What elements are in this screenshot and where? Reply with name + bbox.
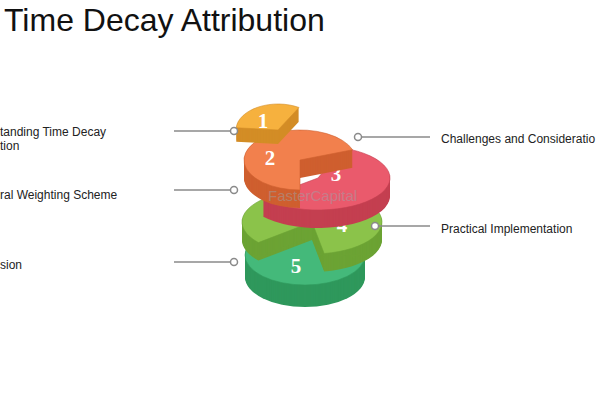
leader-line (362, 136, 430, 138)
leader-dot (372, 223, 379, 230)
layer-number: 1 (258, 109, 269, 134)
leader-dot (355, 134, 362, 141)
section-label: Challenges and Consideratio (441, 132, 595, 146)
leader-dot (231, 259, 238, 266)
section-label: Practical Implementation (441, 222, 572, 236)
layer-side (245, 226, 365, 286)
layer-number: 5 (291, 254, 302, 279)
section-label: ral Weighting Scheme (0, 188, 117, 202)
layer-shape (233, 101, 323, 173)
leader-line (174, 130, 230, 132)
layer-top (263, 148, 390, 210)
section-label: tanding Time Decay tion (0, 125, 118, 153)
leader-dot (231, 128, 238, 135)
layer-number: 2 (265, 146, 276, 171)
leader-line (379, 225, 430, 227)
pyramid-layer: 1 (233, 101, 323, 173)
watermark: FasterCapital (268, 189, 357, 203)
section-label: sion (0, 258, 22, 272)
leader-line (174, 261, 230, 263)
layer-side (263, 149, 390, 211)
layer-side (244, 131, 353, 191)
leader-line (174, 189, 230, 191)
layer-top (244, 130, 353, 190)
leader-dot (231, 187, 238, 194)
diagram-title: Time Decay Attribution (4, 2, 325, 39)
layer-top (245, 225, 365, 285)
